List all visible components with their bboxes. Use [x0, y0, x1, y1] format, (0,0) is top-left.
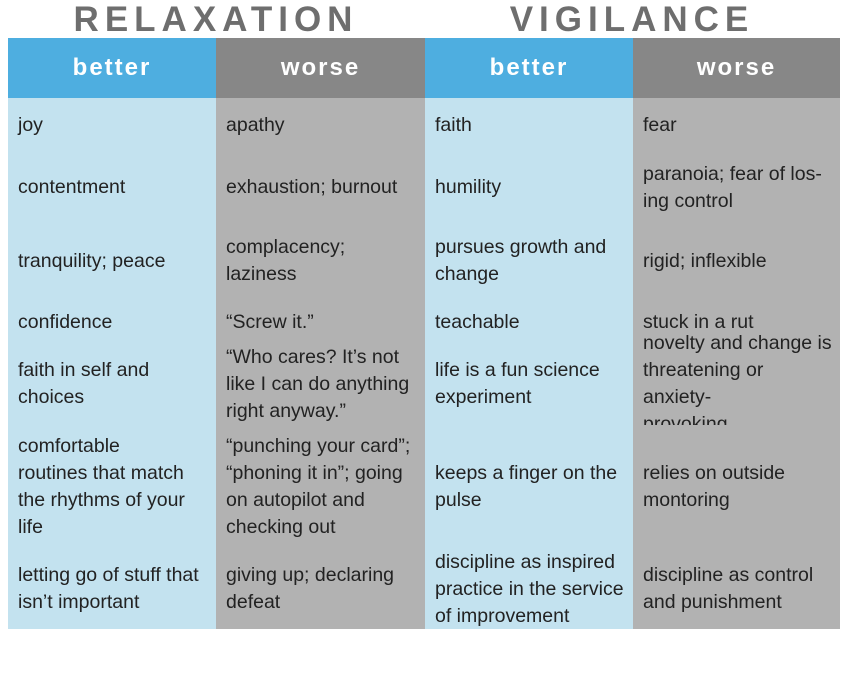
cell-text: tranquility; peace — [18, 249, 166, 272]
cell-text: pursues growth and change — [435, 236, 607, 285]
vigilance-better-cell: pursues growth and change — [425, 221, 633, 301]
vigilance-worse-cell: relies on outside montoring — [633, 425, 840, 549]
vigilance-worse-cell: novelty and change is threatening or anx… — [633, 332, 840, 435]
cell-text: relies on outside montoring — [643, 462, 786, 511]
vigilance-worse-cell: fear — [633, 98, 840, 154]
cell-text: novelty and change is threatening or anx… — [643, 332, 832, 435]
cell-text: life is a fun science experiment — [435, 359, 600, 408]
cell-text: “Screw it.” — [226, 310, 314, 333]
cell-text: teachable — [435, 310, 520, 333]
cell-text: comfortable routines that match the rhyt… — [18, 435, 185, 538]
cell-text: discipline as control and punishment — [643, 564, 814, 613]
relaxation-better-cell: contentment — [8, 154, 216, 221]
vigilance-better-cell: faith — [425, 98, 633, 154]
cell-text: confidence — [18, 310, 113, 333]
cell-text: humility — [435, 176, 502, 198]
relaxation-worse-cell: “punching your card”; “phoning it in”; g… — [216, 425, 425, 549]
relaxation-worse-cell: complacency; laziness — [216, 221, 425, 301]
relaxation-better-header: better — [8, 38, 216, 98]
cell-text: joy — [18, 114, 43, 136]
vigilance-worse-cell: stuck in a rut — [633, 301, 840, 343]
vigilance-worse-cell: discipline as control and punishment — [633, 549, 840, 629]
cell-text: “Who cares? It’s not like I can do anyth… — [226, 345, 410, 422]
cell-text: rigid; inflexible — [643, 249, 767, 272]
cell-text: fear — [643, 114, 677, 136]
cell-text: contentment — [18, 176, 126, 198]
cell-text: complacency; laziness — [226, 236, 346, 285]
vigilance-worse-header: worse — [633, 38, 840, 98]
relaxation-worse-cell: “Who cares? It’s not like I can do anyth… — [216, 343, 425, 425]
relaxation-title: RELAXATION — [73, 0, 359, 39]
vigilance-better-cell: keeps a finger on the pulse — [425, 425, 633, 549]
vigilance-better-cell: humility — [425, 154, 633, 221]
cell-text: giving up; declaring defeat — [226, 564, 395, 613]
cell-text: paranoia; fear of los- ing control — [643, 162, 822, 212]
cell-text: faith in self and choices — [18, 359, 150, 408]
relaxation-better-cell: comfortable routines that match the rhyt… — [8, 425, 216, 549]
cell-text: letting go of stuff that isn’t important — [18, 564, 199, 613]
relaxation-better-cell: faith in self and choices — [8, 343, 216, 425]
relaxation-worse-cell: giving up; declaring defeat — [216, 549, 425, 629]
vigilance-worse-cell: paranoia; fear of los- ing control — [633, 154, 840, 221]
relaxation-better-cell: letting go of stuff that isn’t important — [8, 549, 216, 629]
relaxation-worse-header: worse — [216, 38, 425, 98]
cell-text: discipline as inspired practice in the s… — [435, 550, 624, 627]
vigilance-title: VIGILANCE — [509, 0, 755, 39]
relaxation-better-cell: tranquility; peace — [8, 221, 216, 301]
relaxation-worse-cell: apathy — [216, 98, 425, 154]
cell-text: keeps a finger on the pulse — [435, 462, 618, 511]
relaxation-better-cell: joy — [8, 98, 216, 154]
relaxation-worse-cell: exhaustion; burnout — [216, 154, 425, 221]
vigilance-worse-cell: rigid; inflexible — [633, 221, 840, 301]
relaxation-better-cell: confidence — [8, 301, 216, 343]
vigilance-better-cell: teachable — [425, 301, 633, 343]
vigilance-better-header: better — [425, 38, 633, 98]
cell-text: stuck in a rut — [643, 310, 754, 333]
cell-text: “punching your card”; “phoning it in”; g… — [226, 435, 411, 538]
vigilance-better-cell: discipline as inspired practice in the s… — [425, 549, 633, 629]
cell-text: exhaustion; burnout — [226, 176, 398, 198]
vigilance-better-cell: life is a fun science experiment — [425, 343, 633, 425]
comparison-table: better worse better worse joy apathy faith… — [8, 38, 840, 677]
relaxation-worse-cell: “Screw it.” — [216, 301, 425, 343]
cell-text: apathy — [226, 114, 285, 136]
cell-text: faith — [435, 114, 472, 136]
